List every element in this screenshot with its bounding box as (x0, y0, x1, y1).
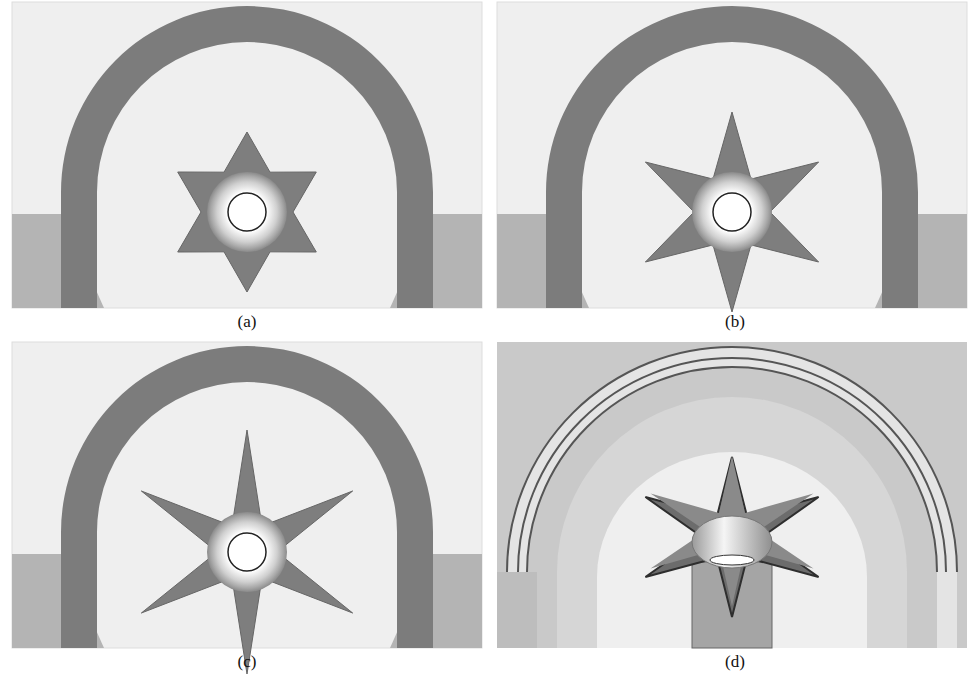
cone-ring (207, 172, 287, 252)
star-fin (645, 112, 818, 312)
cone-ring (207, 512, 287, 592)
bore-hole (710, 555, 754, 565)
panel-label: (b) (725, 312, 745, 332)
star-fin (141, 430, 352, 674)
star-top (651, 456, 814, 606)
cone (692, 516, 772, 568)
panel-label: (d) (725, 652, 745, 672)
bore-hole (713, 193, 751, 231)
bore-hole (228, 193, 266, 231)
cone-ring (692, 172, 772, 252)
arch-floor (597, 452, 867, 648)
arch-top (507, 347, 957, 648)
arch (61, 6, 433, 308)
model-view (12, 342, 482, 674)
star-fin (178, 132, 317, 292)
model-view (12, 2, 482, 308)
side-block (497, 572, 537, 648)
view-ground (497, 342, 967, 648)
panel-label: (c) (238, 652, 257, 672)
view-ground (12, 2, 482, 308)
model-view (497, 2, 967, 312)
bore-hole (228, 533, 266, 571)
perspective-view (497, 342, 967, 648)
panel-label: (a) (238, 312, 257, 332)
arch-inner (557, 397, 907, 648)
